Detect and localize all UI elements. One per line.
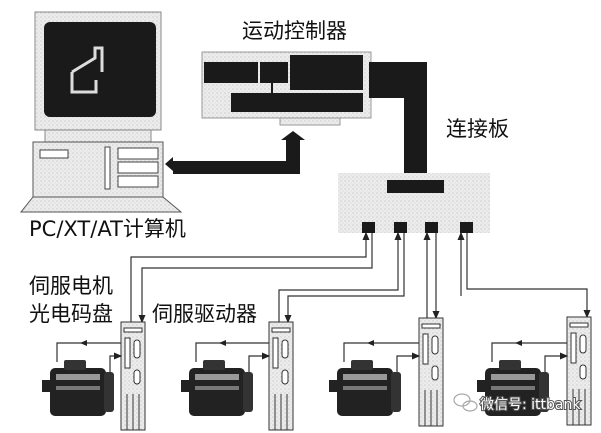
computer-label: PC/XT/AT计算机 [29, 217, 186, 241]
connector-port [425, 222, 438, 233]
arrow-icon [80, 340, 87, 346]
signal-lines [130, 231, 591, 324]
drive-bay [104, 146, 111, 190]
connection-board-label: 连接板 [446, 117, 509, 141]
servo-driver [120, 321, 146, 431]
chip-block [231, 93, 363, 112]
servo-motor [329, 360, 401, 416]
servo-driver-label: 伺服驱动器 [152, 302, 257, 326]
arrow-icon [367, 340, 374, 346]
feedback-line [56, 342, 121, 362]
servo-motor [477, 360, 549, 416]
drive-line [544, 352, 569, 372]
watermark: 微信号: ittbank [453, 393, 582, 414]
servo-driver [566, 316, 592, 426]
axis-group [181, 321, 294, 431]
drive-line [396, 352, 421, 372]
screen-graphic [70, 46, 104, 94]
servo-driver [418, 317, 444, 427]
controller-cable [369, 62, 444, 193]
disk-slot [39, 149, 69, 159]
wechat-icon [453, 393, 478, 412]
chip-block [290, 55, 363, 90]
arrow-icon [219, 340, 226, 346]
arrow-icon [515, 340, 522, 346]
controller-label: 运动控制器 [242, 19, 347, 43]
pc-to-controller-arrow [165, 131, 305, 174]
pc-computer [19, 11, 183, 213]
connector-port [460, 222, 473, 233]
connector-port [394, 222, 407, 233]
axis-group [42, 321, 146, 431]
servo-driver [268, 321, 294, 431]
drive-bay [117, 147, 159, 160]
drive-bay [117, 175, 159, 188]
card-edge-connector [279, 117, 341, 126]
servo-motor [42, 360, 114, 416]
watermark-text: 微信号: ittbank [480, 397, 581, 413]
feedback-line [491, 342, 567, 362]
feedback-line [343, 342, 419, 362]
chip-block [204, 62, 258, 83]
chip-block [260, 62, 288, 83]
motor-encoder-label: 光电码盘 [29, 302, 113, 326]
axis-group [329, 317, 444, 427]
axis-group [477, 316, 592, 426]
monitor-screen [44, 22, 156, 117]
monitor-stand [44, 129, 152, 143]
drive-line [248, 352, 271, 372]
motor-encoder-label: 伺服电机 [29, 274, 113, 298]
servo-motor [181, 360, 253, 416]
connector-port [362, 222, 375, 233]
drive-bay [117, 161, 159, 174]
feedback-line [195, 342, 269, 362]
motion-controller-card [201, 51, 372, 126]
keyboard [19, 196, 183, 213]
drive-line [109, 352, 123, 372]
